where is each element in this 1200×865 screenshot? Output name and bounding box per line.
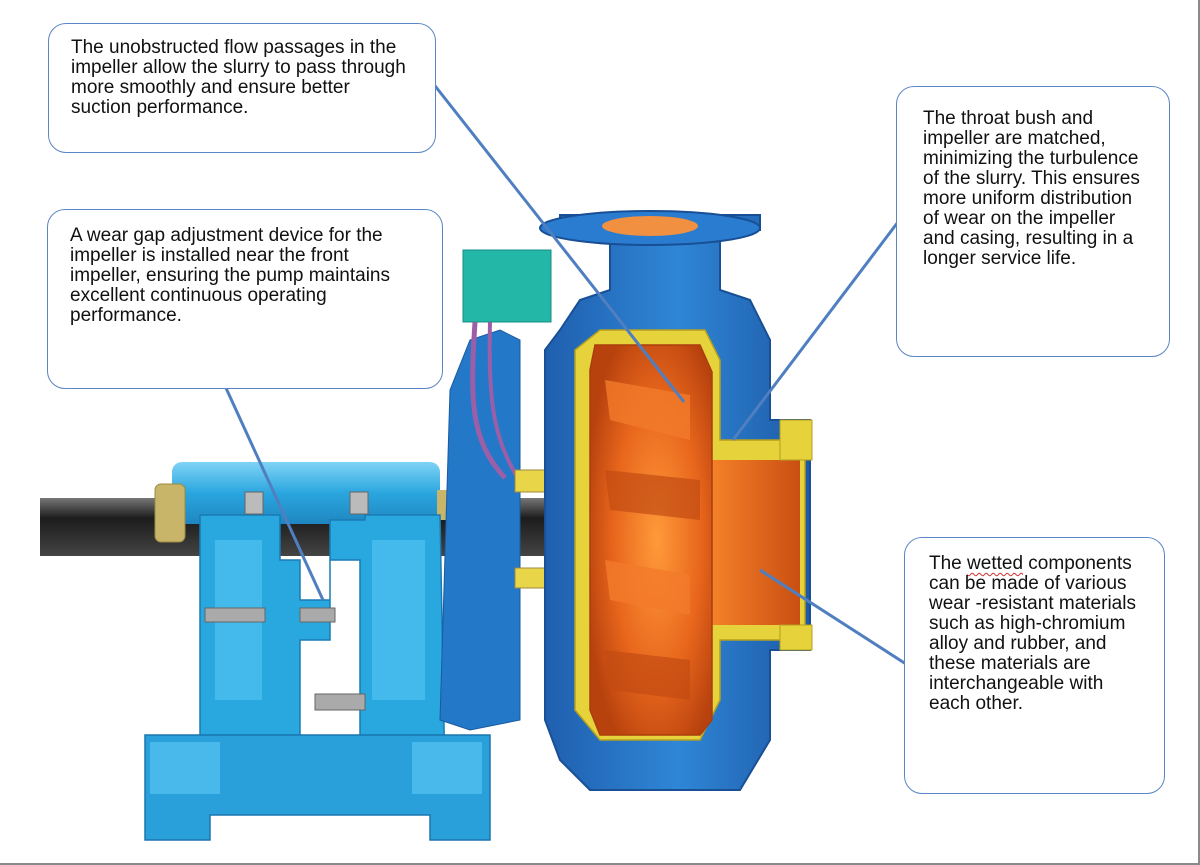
bearing-housing [172, 462, 440, 524]
callout-flow-passages-text: The unobstructed flow passages in the im… [71, 37, 406, 118]
pump-base [144, 734, 491, 841]
callout-wear-gap: A wear gap adjustment device for the imp… [47, 209, 443, 389]
callout-wetted-components-text: The wetted components can be made of var… [929, 554, 1140, 714]
callout-throat-bush: The throat bush and impeller are matched… [896, 86, 1170, 357]
callout-wetted-components: The wetted components can be made of var… [904, 537, 1165, 794]
leader-line-wetted-components [759, 568, 907, 666]
sensor-cable [470, 321, 507, 480]
callout-wetted-prefix: The [929, 553, 962, 574]
callout-wetted-rest: components can be made of various wear -… [929, 553, 1136, 714]
discharge-flange-bottom [779, 624, 813, 651]
callout-wear-gap-text: A wear gap adjustment device for the imp… [70, 225, 391, 326]
callout-flow-passages: The unobstructed flow passages in the im… [48, 23, 436, 153]
bearing-end-cap [154, 483, 186, 543]
leader-line-throat-bush [731, 221, 900, 441]
leader-line-wear-gap [224, 387, 325, 601]
callout-throat-bush-text: The throat bush and impeller are matched… [923, 108, 1140, 269]
impeller [589, 344, 713, 736]
discharge-flange-top [779, 419, 813, 461]
sensor-box [462, 249, 552, 323]
adjustment-frame [439, 329, 521, 731]
outlet-throat [690, 460, 800, 625]
callout-wetted-word: wetted [967, 553, 1024, 574]
leader-line-flow-passages [430, 81, 686, 403]
